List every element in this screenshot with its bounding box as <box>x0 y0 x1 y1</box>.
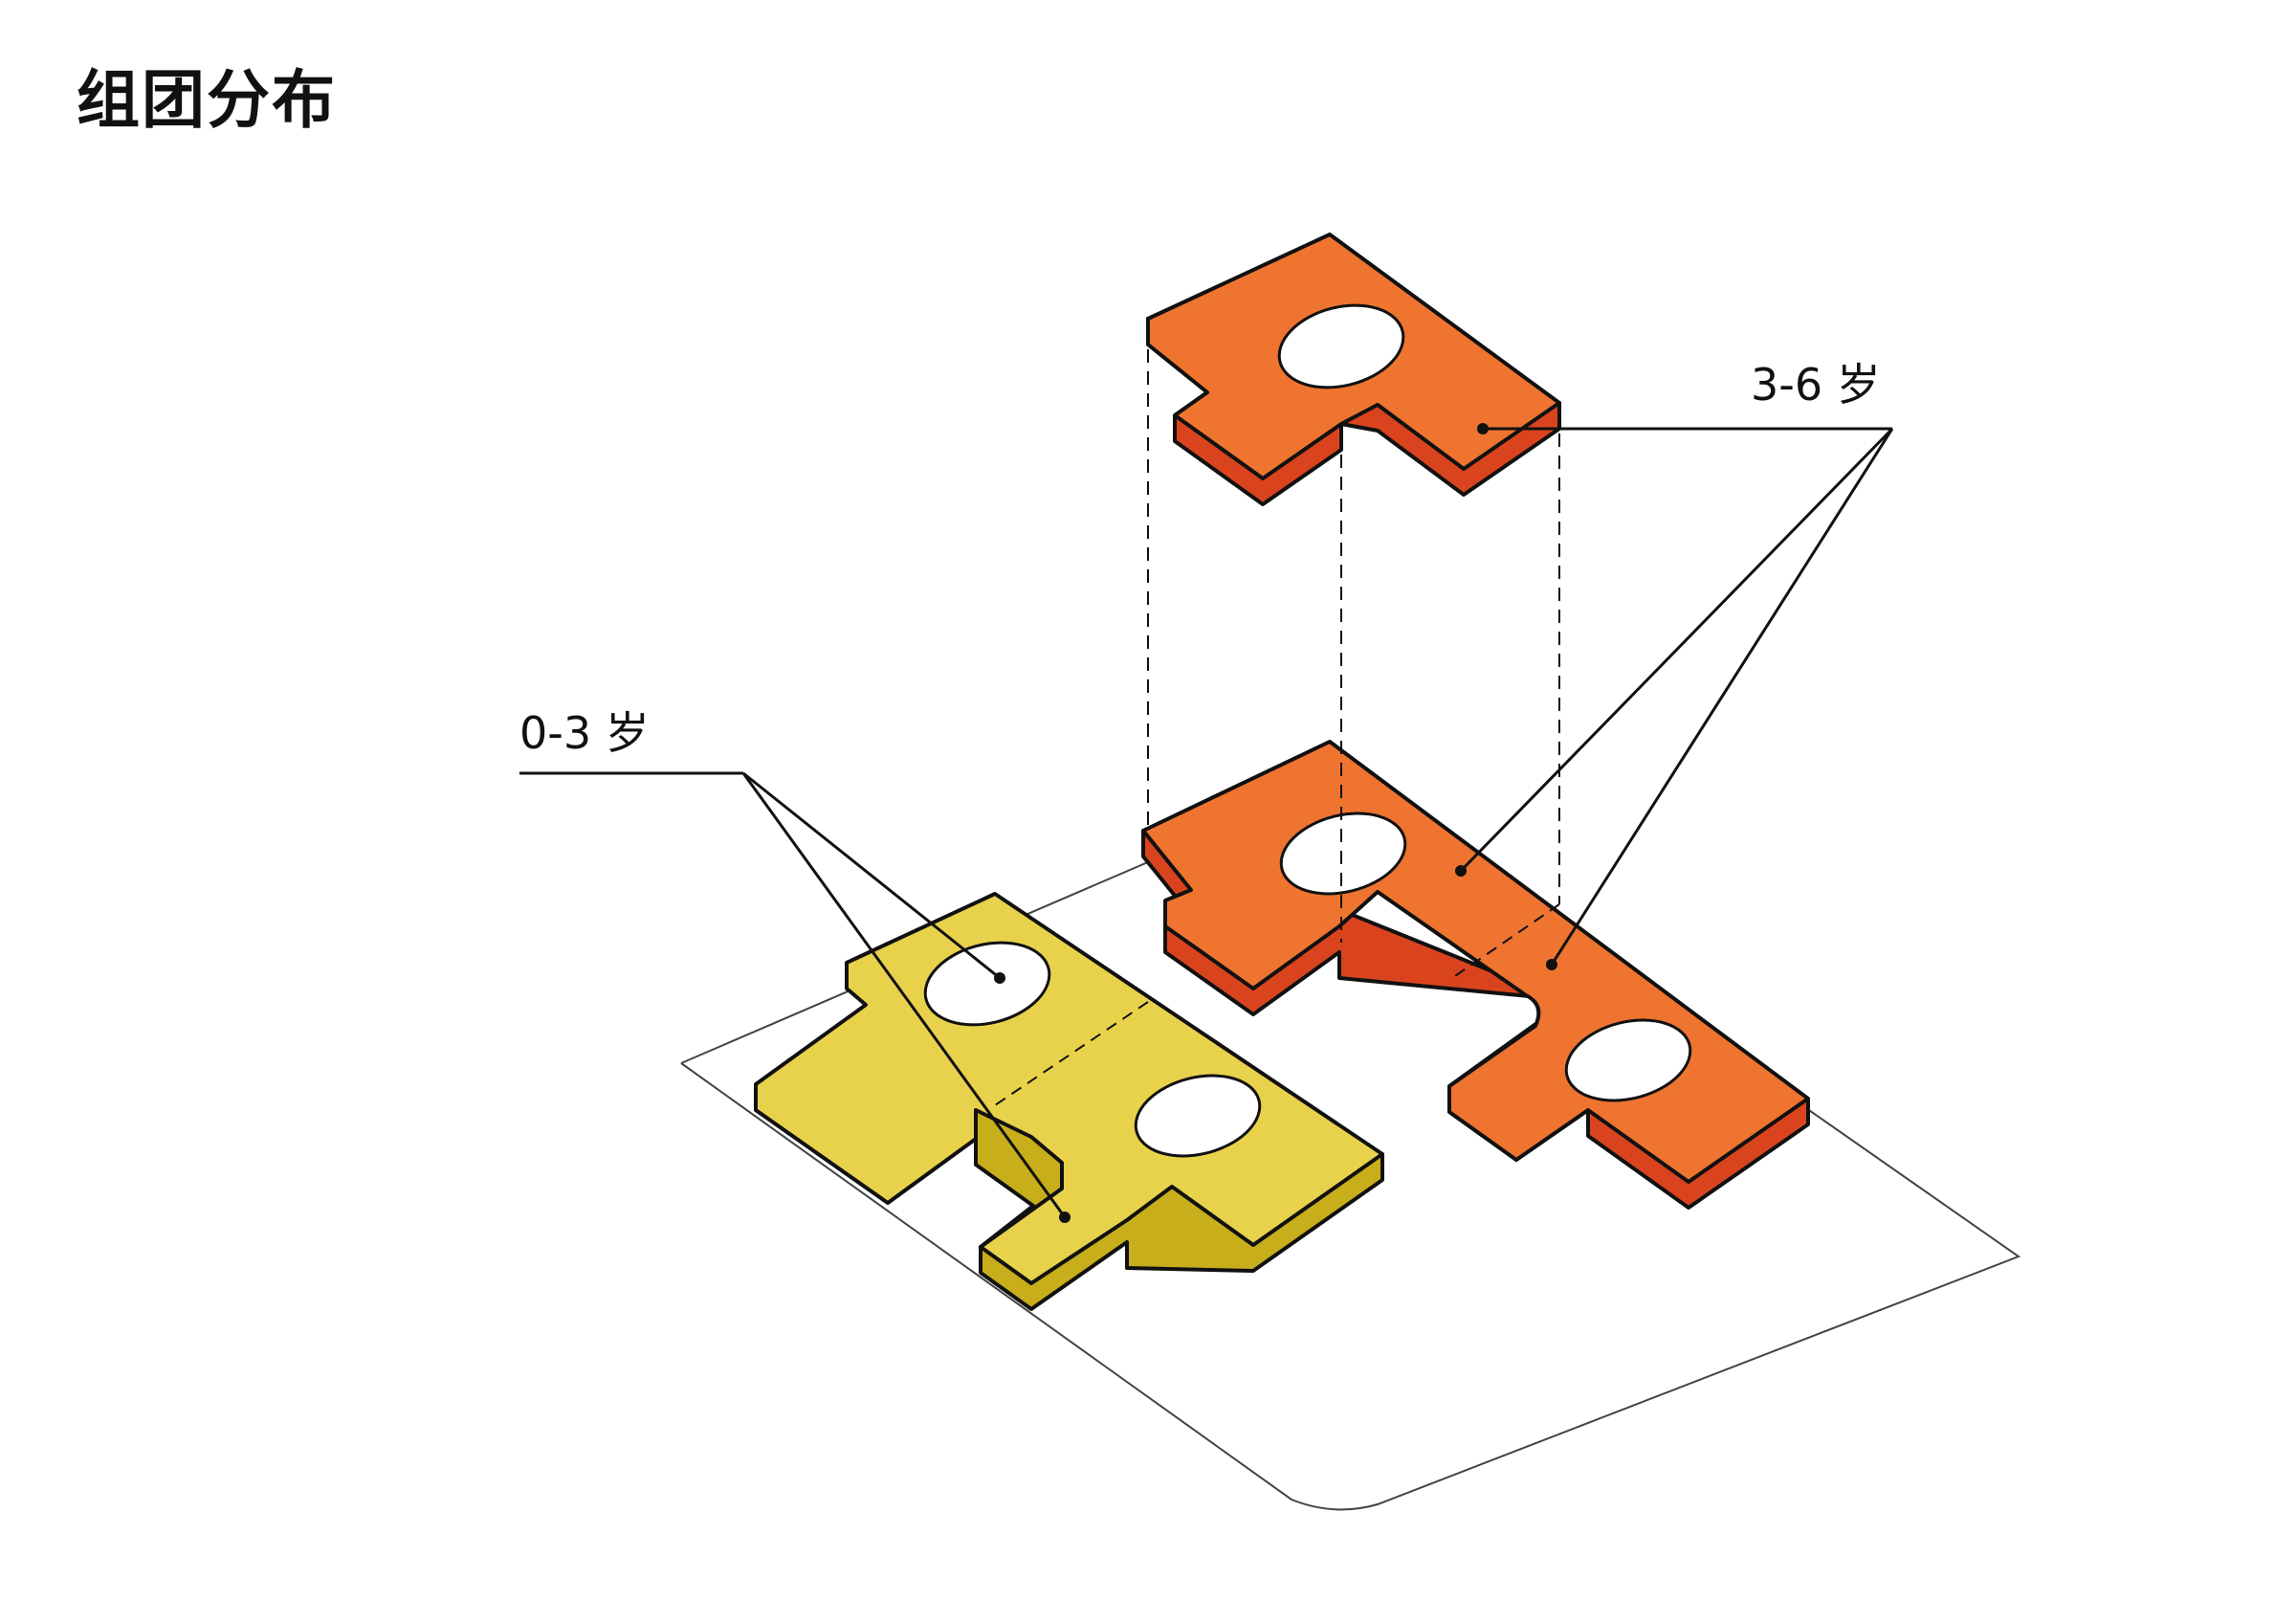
infant-division-line <box>994 1001 1149 1106</box>
callout-preschool-dot-upper <box>1477 423 1489 434</box>
callout-preschool-leader-b <box>1550 428 1894 966</box>
infant-block-top <box>754 892 1384 1285</box>
infant-courtyard-lower <box>1134 1074 1262 1158</box>
preschool-lower-courtyard-lower <box>1564 1018 1692 1102</box>
callout-preschool-dot-lower-a <box>1455 865 1467 877</box>
label-preschool: 3-6 岁 <box>1751 359 1881 411</box>
infant-courtyard-upper <box>923 941 1051 1027</box>
callout-infant-leader-b <box>741 772 1067 1218</box>
callout-preschool-leader-a <box>1459 427 1894 873</box>
preschool-lower-cluster <box>1141 740 1810 1210</box>
preschool-lower-courtyard-upper <box>1279 812 1407 896</box>
callout-infant-dot-a <box>994 972 1005 984</box>
preschool-upper-cluster <box>1146 233 1561 506</box>
label-infant: 0-3 岁 <box>519 707 650 759</box>
callout-infant-leader-a <box>742 771 1001 980</box>
preschool-lower-division-line <box>1451 903 1560 979</box>
preschool-upper-courtyard <box>1277 303 1405 389</box>
infant-cluster <box>754 892 1384 1311</box>
page-title: 组团分布 <box>77 63 337 137</box>
projection-lines <box>1147 349 1560 943</box>
callout-infant <box>519 771 1067 1218</box>
callout-preschool <box>1459 427 1894 966</box>
callout-preschool-dot-lower-b <box>1546 959 1557 970</box>
callout-infant-dot-b <box>1059 1212 1071 1223</box>
